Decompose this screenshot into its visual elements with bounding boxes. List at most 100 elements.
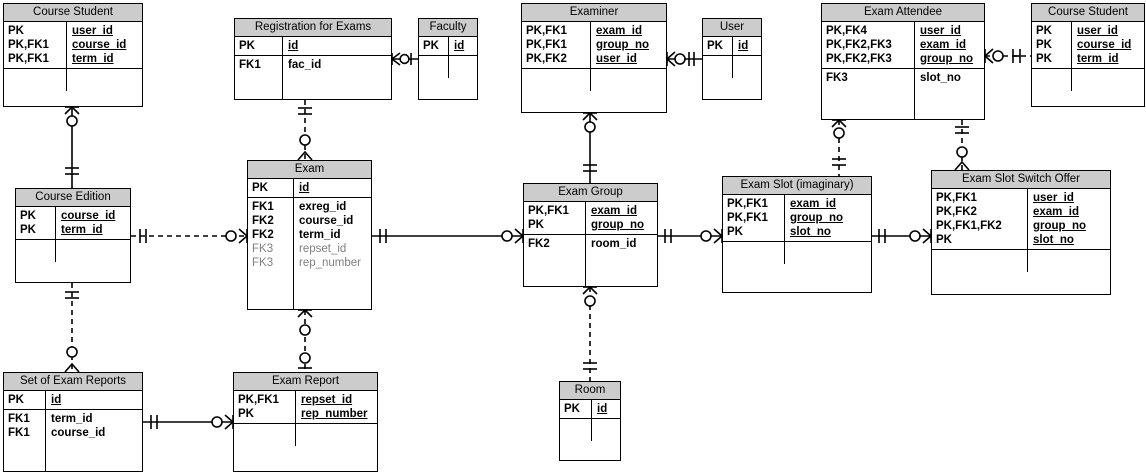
- pk-attr-column: id: [294, 179, 371, 197]
- attribute-name: term_id: [1077, 53, 1119, 65]
- attribute-key: PK: [238, 408, 254, 420]
- rel-exam-examgroup: [372, 228, 525, 244]
- rel-attendee-examslot: [831, 118, 847, 176]
- attribute-section: [234, 423, 377, 471]
- attribute-key: PK: [252, 182, 268, 194]
- attribute-name: group_no: [920, 53, 974, 65]
- attr-key-column: [723, 242, 785, 264]
- attribute-key: PK: [528, 219, 544, 231]
- attribute-key: PK,FK2,FK3: [826, 39, 892, 51]
- attribute-key: PK,FK2,FK3: [826, 53, 892, 65]
- attribute-name: room_id: [591, 238, 637, 250]
- rel-examiner-examgroup: [582, 111, 598, 183]
- attribute-name: id: [597, 403, 608, 415]
- attribute-name: course_id: [61, 210, 116, 222]
- attribute-key: PK,FK1: [727, 212, 768, 224]
- attribute-key: PK,FK1: [528, 205, 569, 217]
- attribute-name: slot_no: [1033, 234, 1074, 246]
- entity-title: Exam Slot Switch Offer: [932, 171, 1110, 189]
- rel-examiner-user: [665, 51, 702, 67]
- attr-name-column: [733, 56, 761, 78]
- attribute-key: PK: [1036, 39, 1052, 51]
- attribute-name: exam_id: [790, 198, 837, 210]
- attribute-key: PK,FK1: [238, 394, 279, 406]
- attr-name-column: fac_id: [283, 56, 391, 99]
- rel-courseedition-setofreports: [64, 283, 80, 373]
- rel-regexams-exam: [297, 100, 313, 161]
- attribute-key: PK: [936, 234, 952, 246]
- entity-title: Registration for Exams: [235, 19, 391, 37]
- pk-key-column: PK: [419, 37, 449, 55]
- attr-name-column: [592, 419, 620, 441]
- pk-attr-column: id: [449, 37, 477, 55]
- attribute-name: course_id: [51, 427, 106, 439]
- entity-title: Exam Group: [524, 184, 657, 202]
- entity-title: Course Edition: [16, 189, 130, 207]
- attr-name-column: [1028, 250, 1110, 272]
- attribute-key: PK: [564, 403, 580, 415]
- attribute-key: PK,FK1,FK2: [936, 220, 1002, 232]
- entity-title: User: [703, 19, 761, 37]
- attr-key-column: [560, 419, 592, 441]
- attribute-name: repset_id: [301, 394, 353, 406]
- attr-key-column: FK1: [235, 56, 283, 99]
- attribute-key: PK,FK2: [526, 53, 567, 65]
- pk-attr-column: id: [592, 400, 620, 418]
- rel-examslot-switchoffer: [872, 228, 933, 244]
- rel-examgroup-room: [582, 285, 598, 381]
- attribute-name: exam_id: [596, 25, 643, 37]
- attribute-name: exreg_id: [299, 201, 347, 213]
- attribute-name: course_id: [1077, 39, 1132, 51]
- attr-name-column: [449, 56, 477, 78]
- attribute-name: term_id: [61, 224, 103, 236]
- attr-key-column: [522, 69, 591, 91]
- attribute-name: user_id: [1077, 25, 1118, 37]
- attribute-key: PK,FK1: [526, 39, 567, 51]
- attribute-key: PK: [1036, 25, 1052, 37]
- entity-title: Course Student: [4, 4, 142, 22]
- attribute-name: term_id: [72, 53, 114, 65]
- attr-name-column: room_id: [586, 235, 657, 286]
- attribute-key: FK1: [8, 413, 30, 425]
- attr-name-column: [56, 240, 130, 262]
- pk-key-column: PK: [235, 37, 283, 55]
- attr-key-column: [234, 424, 296, 446]
- attribute-key: PK: [727, 226, 743, 238]
- attr-key-column: [419, 56, 449, 78]
- rel-courseedition-exam: [131, 228, 249, 244]
- attribute-key: PK: [239, 40, 255, 52]
- attribute-key: PK,FK1: [8, 53, 49, 65]
- pk-section: PK id: [248, 179, 371, 197]
- attribute-key: FK1: [8, 427, 30, 439]
